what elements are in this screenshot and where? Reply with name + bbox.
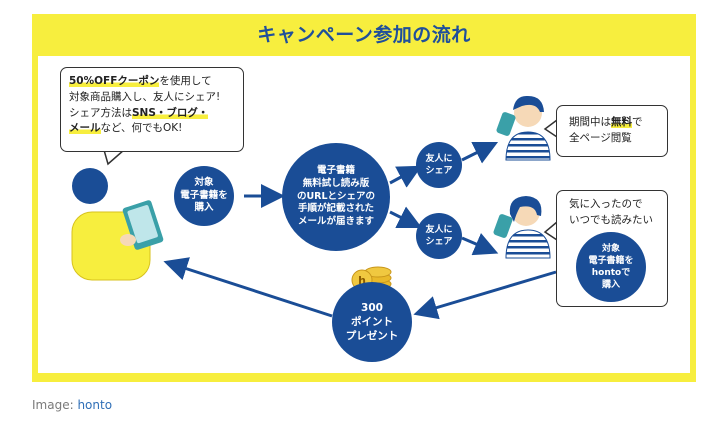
- coupon-line-1: 50%OFFクーポンを使用して: [69, 74, 235, 90]
- coupon-line-4: メールなど、何でもOK!: [69, 121, 235, 137]
- coupon-highlight: 50%OFFクーポン: [69, 75, 160, 87]
- share-method-text: シェア方法は: [69, 106, 132, 119]
- arrow-email-to-share2: [389, 206, 423, 229]
- step-email-received: 電子書籍 無料試し読み版 のURLとシェアの 手順が記載された メールが届きます: [282, 143, 390, 251]
- want-line-2: いつでも読みたい: [569, 213, 653, 226]
- arrow-share1-to-friend1: [461, 141, 499, 164]
- free-read-post: で: [632, 116, 643, 128]
- coin-letter: h: [358, 274, 366, 287]
- arrow-friend-to-points: [413, 270, 557, 320]
- step-share-friend-1: 友人に シェア: [416, 142, 462, 188]
- step-points-reward: 300 ポイント プレゼント: [332, 282, 412, 362]
- arrow-points-to-person: [163, 257, 333, 318]
- want-line-1: 気に入ったので: [569, 198, 643, 210]
- friend-2-illustration: [493, 196, 551, 259]
- speech-bubble-free-read: 期間中は無料で 全ページ閲覧: [556, 105, 668, 157]
- free-highlight: 無料: [611, 116, 632, 128]
- arrow-share2-to-friend2: [461, 233, 499, 256]
- free-read-line-2: 全ページ閲覧: [569, 131, 632, 144]
- step-buy-ebook: 対象 電子書籍を 購入: [174, 166, 234, 226]
- person-reading-tablet-illustration: [71, 168, 164, 281]
- friend-1-illustration: [496, 95, 551, 161]
- coupon-line-2: 対象商品購入し、友人にシェア!: [69, 90, 221, 103]
- free-read-pre: 期間中は: [569, 116, 611, 128]
- speech-bubble-coupon: 50%OFFクーポンを使用して 対象商品購入し、友人にシェア! シェア方法はSN…: [60, 67, 244, 152]
- image-credit-prefix: Image:: [32, 398, 78, 412]
- flow-title: キャンペーン参加の流れ: [257, 24, 471, 46]
- coupon-line-1-rest: を使用して: [159, 75, 212, 87]
- coupon-line-3: シェア方法はSNS・ブログ・: [69, 106, 235, 122]
- image-credit: Image: honto: [32, 398, 112, 412]
- arrow-email-to-share1: [389, 165, 422, 188]
- free-read-line-1: 期間中は無料で: [569, 115, 659, 131]
- honto-link[interactable]: honto: [77, 398, 113, 412]
- mail-highlight: メール: [69, 122, 101, 135]
- step-friend-buys: 対象 電子書籍を hontoで 購入: [576, 232, 646, 302]
- step-share-friend-2: 友人に シェア: [416, 213, 462, 259]
- coupon-line-4-rest: など、何でもOK!: [100, 122, 183, 135]
- share-method-highlight: SNS・ブログ・: [132, 106, 209, 119]
- speech-bubble-1-tail: [103, 149, 126, 166]
